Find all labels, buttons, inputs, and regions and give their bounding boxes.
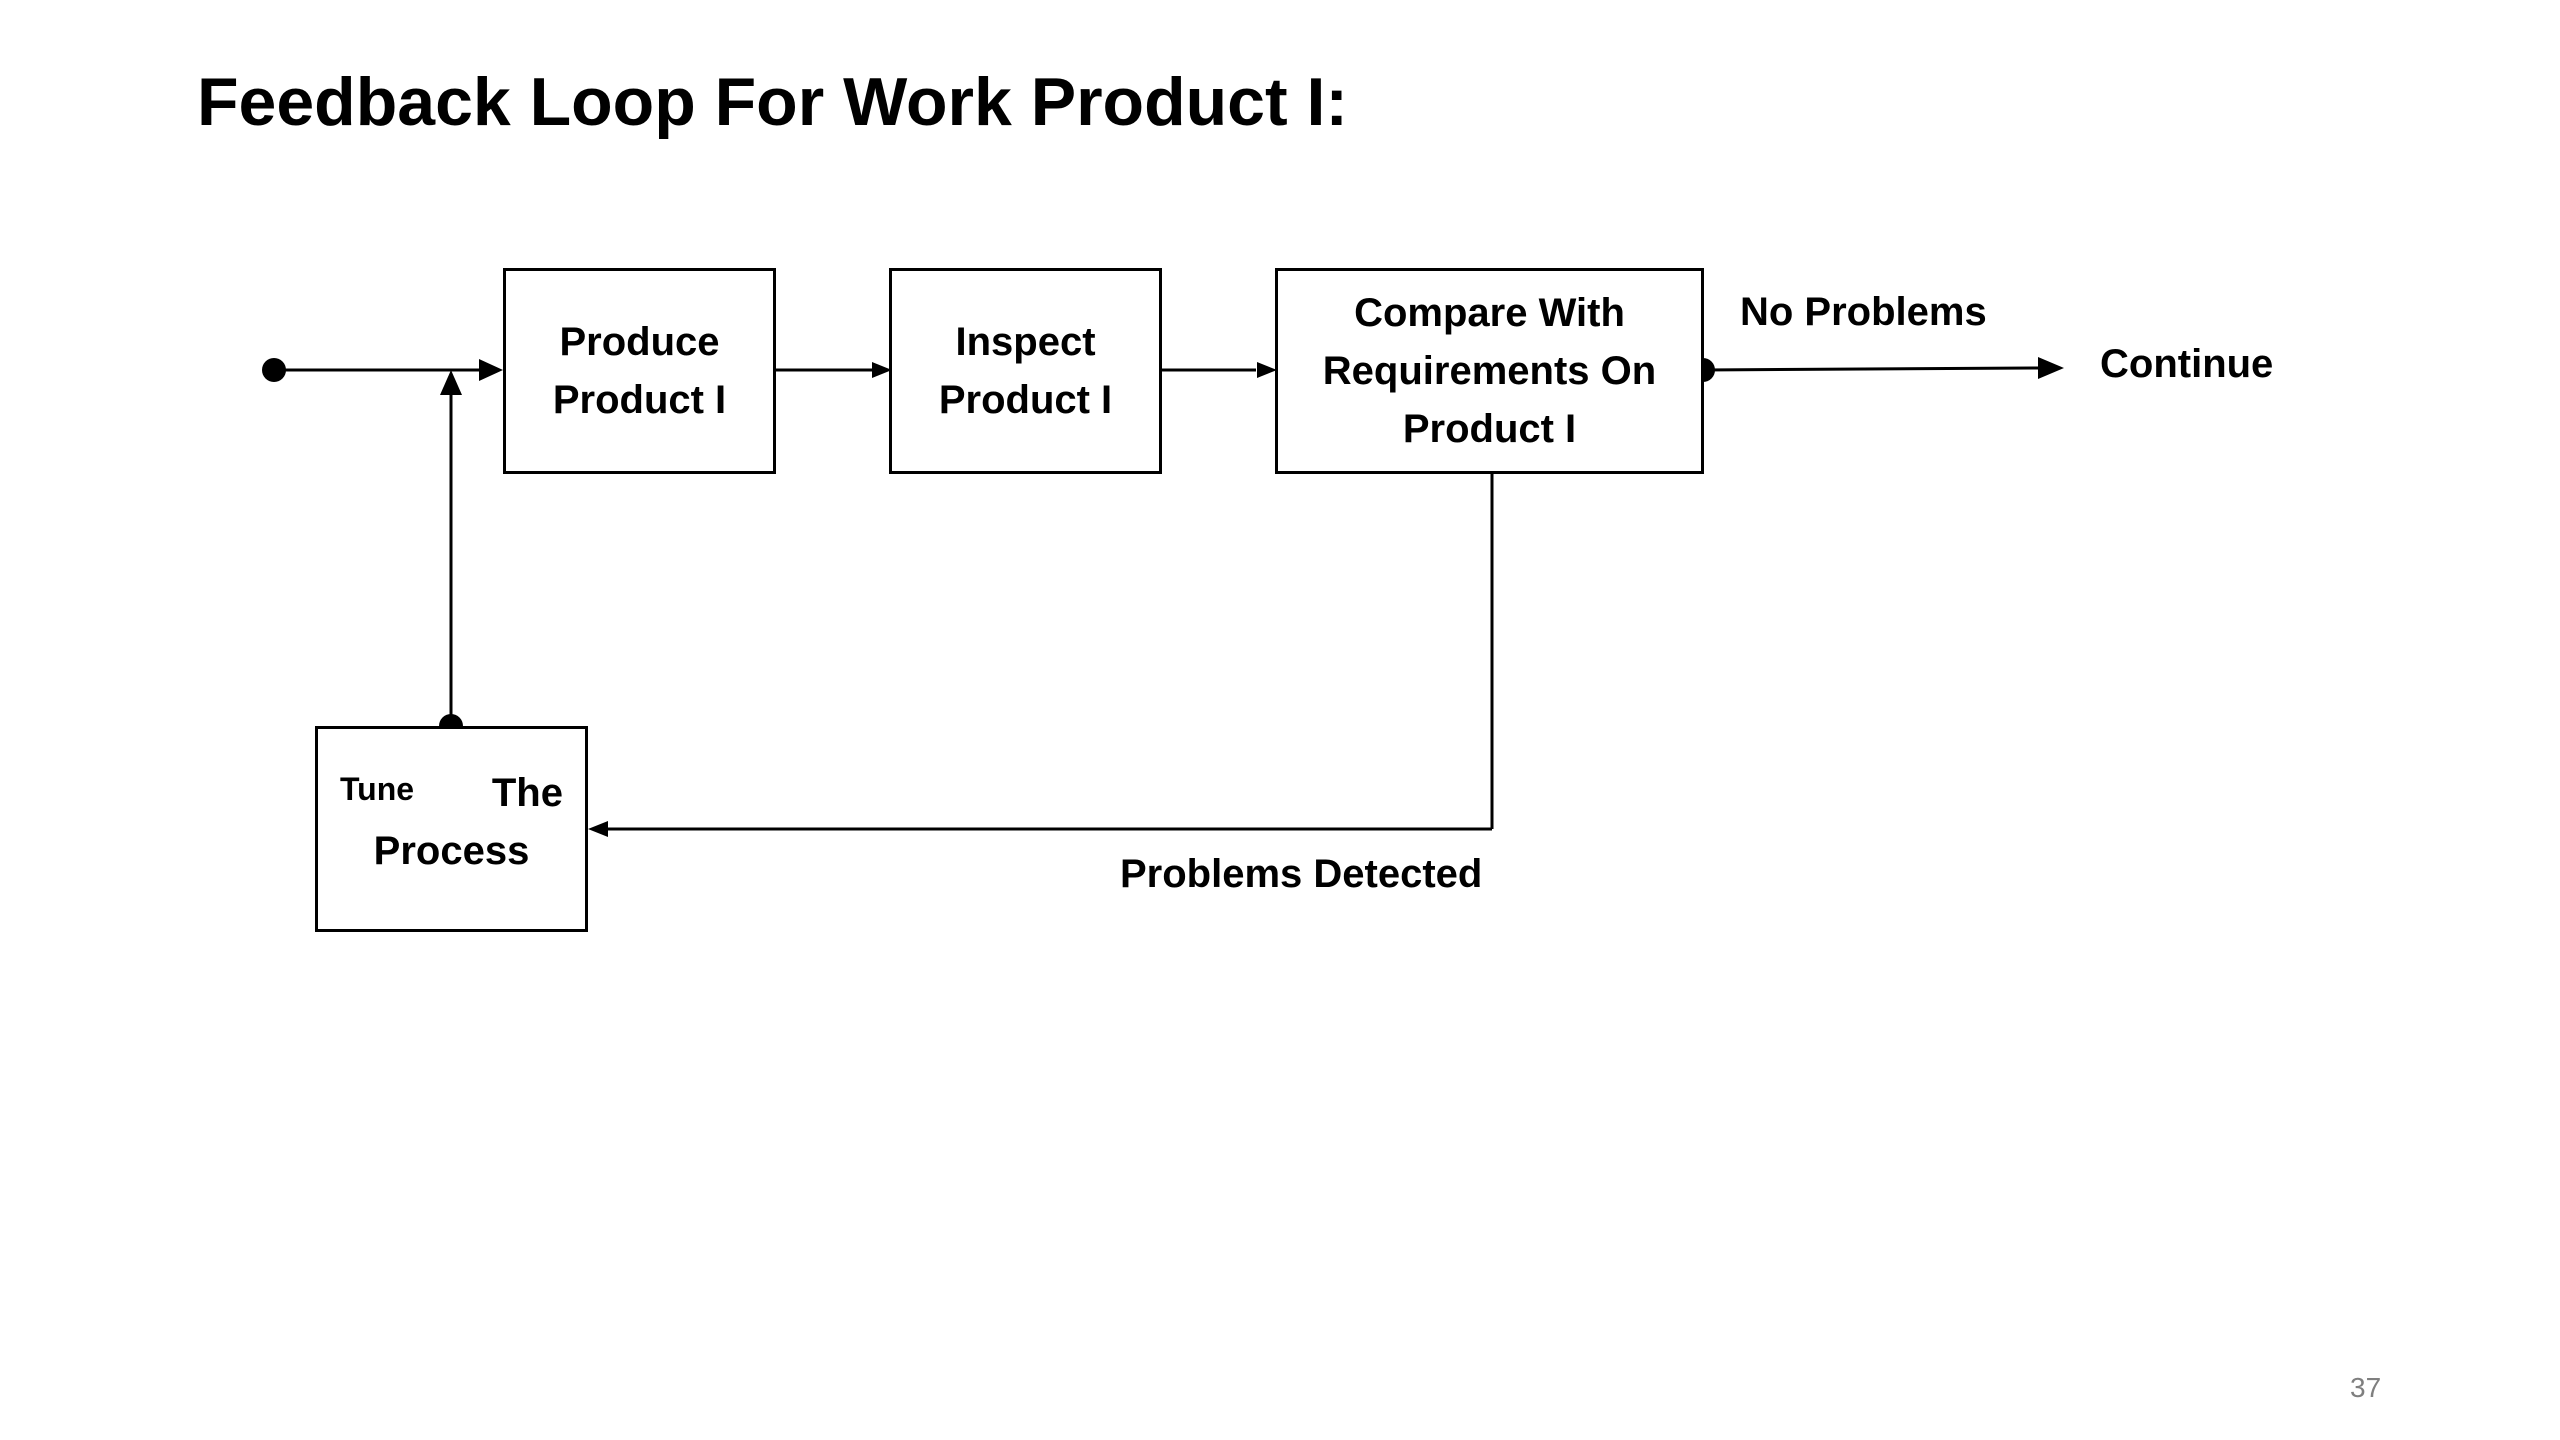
problems-detected-label: Problems Detected xyxy=(1120,852,1483,896)
produce-product-box: Produce Product I xyxy=(503,268,776,474)
slide-title: Feedback Loop For Work Product I: xyxy=(197,64,1349,140)
produce-box-line-1: Produce xyxy=(559,320,720,364)
produce-box-line-2: Product I xyxy=(552,378,727,422)
arrowhead-feedback-up xyxy=(440,370,462,395)
arrowhead-into-tune xyxy=(588,821,608,837)
arrowhead-into-compare xyxy=(1257,362,1277,378)
arrowhead-into-produce xyxy=(479,359,503,381)
no-problems-label: No Problems xyxy=(1740,290,1987,334)
inspect-box-line-1: Inspect xyxy=(955,320,1096,364)
compare-box-line-3: Product I xyxy=(1402,407,1577,451)
tune-box-word-the: The xyxy=(491,771,563,815)
compare-requirements-box: Compare With Requirements On Product I xyxy=(1275,268,1704,474)
compare-box-line-1: Compare With xyxy=(1354,291,1625,335)
tune-process-box: Tune The Process xyxy=(315,726,588,932)
inspect-product-box: Inspect Product I xyxy=(889,268,1162,474)
page-number: 37 xyxy=(2350,1372,2382,1403)
no-problems-connector xyxy=(1702,366,2041,372)
tune-box-word-process: Process xyxy=(373,829,530,873)
start-dot xyxy=(262,358,286,382)
compare-box-line-2: Requirements On xyxy=(1322,349,1657,393)
continue-label: Continue xyxy=(2100,342,2274,386)
inspect-box-line-2: Product I xyxy=(938,378,1113,422)
tune-box-word-tune: Tune xyxy=(340,771,415,807)
arrowhead-into-inspect xyxy=(872,362,892,378)
arrowhead-continue xyxy=(2038,357,2064,379)
